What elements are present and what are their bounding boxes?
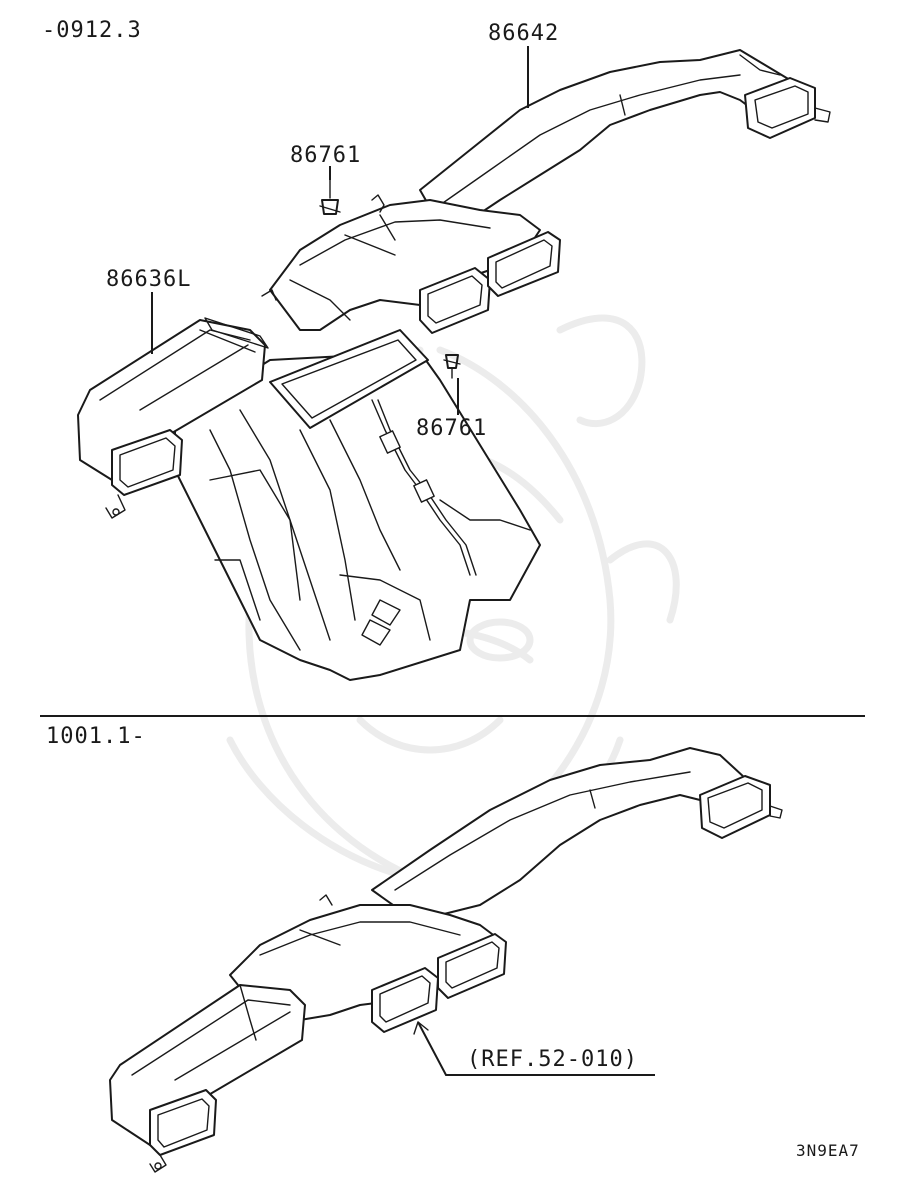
part-label-86761-lower: 86761 bbox=[416, 416, 487, 441]
lower-section-range: 1001.1- bbox=[46, 724, 146, 749]
center-duct bbox=[261, 194, 561, 334]
side-duct-86636L bbox=[77, 317, 269, 519]
screw-86761-lower bbox=[443, 354, 461, 379]
diagram-code: 3N9EA7 bbox=[796, 1141, 860, 1160]
leader-ref bbox=[417, 1021, 655, 1076]
upper-section-range: -0912.3 bbox=[42, 18, 142, 43]
rear-duct-86642 bbox=[419, 49, 831, 226]
screw-86761-upper bbox=[319, 177, 341, 215]
upper-assembly: 86642 86761 86636L 86761 bbox=[77, 21, 831, 681]
heater-unit bbox=[174, 329, 541, 681]
lower-assembly: (REF.52-010) bbox=[109, 747, 783, 1173]
part-label-86636L: 86636L bbox=[106, 267, 191, 292]
part-label-86761-upper: 86761 bbox=[290, 143, 361, 168]
part-label-86642: 86642 bbox=[488, 21, 559, 46]
reference-label: (REF.52-010) bbox=[467, 1047, 638, 1072]
